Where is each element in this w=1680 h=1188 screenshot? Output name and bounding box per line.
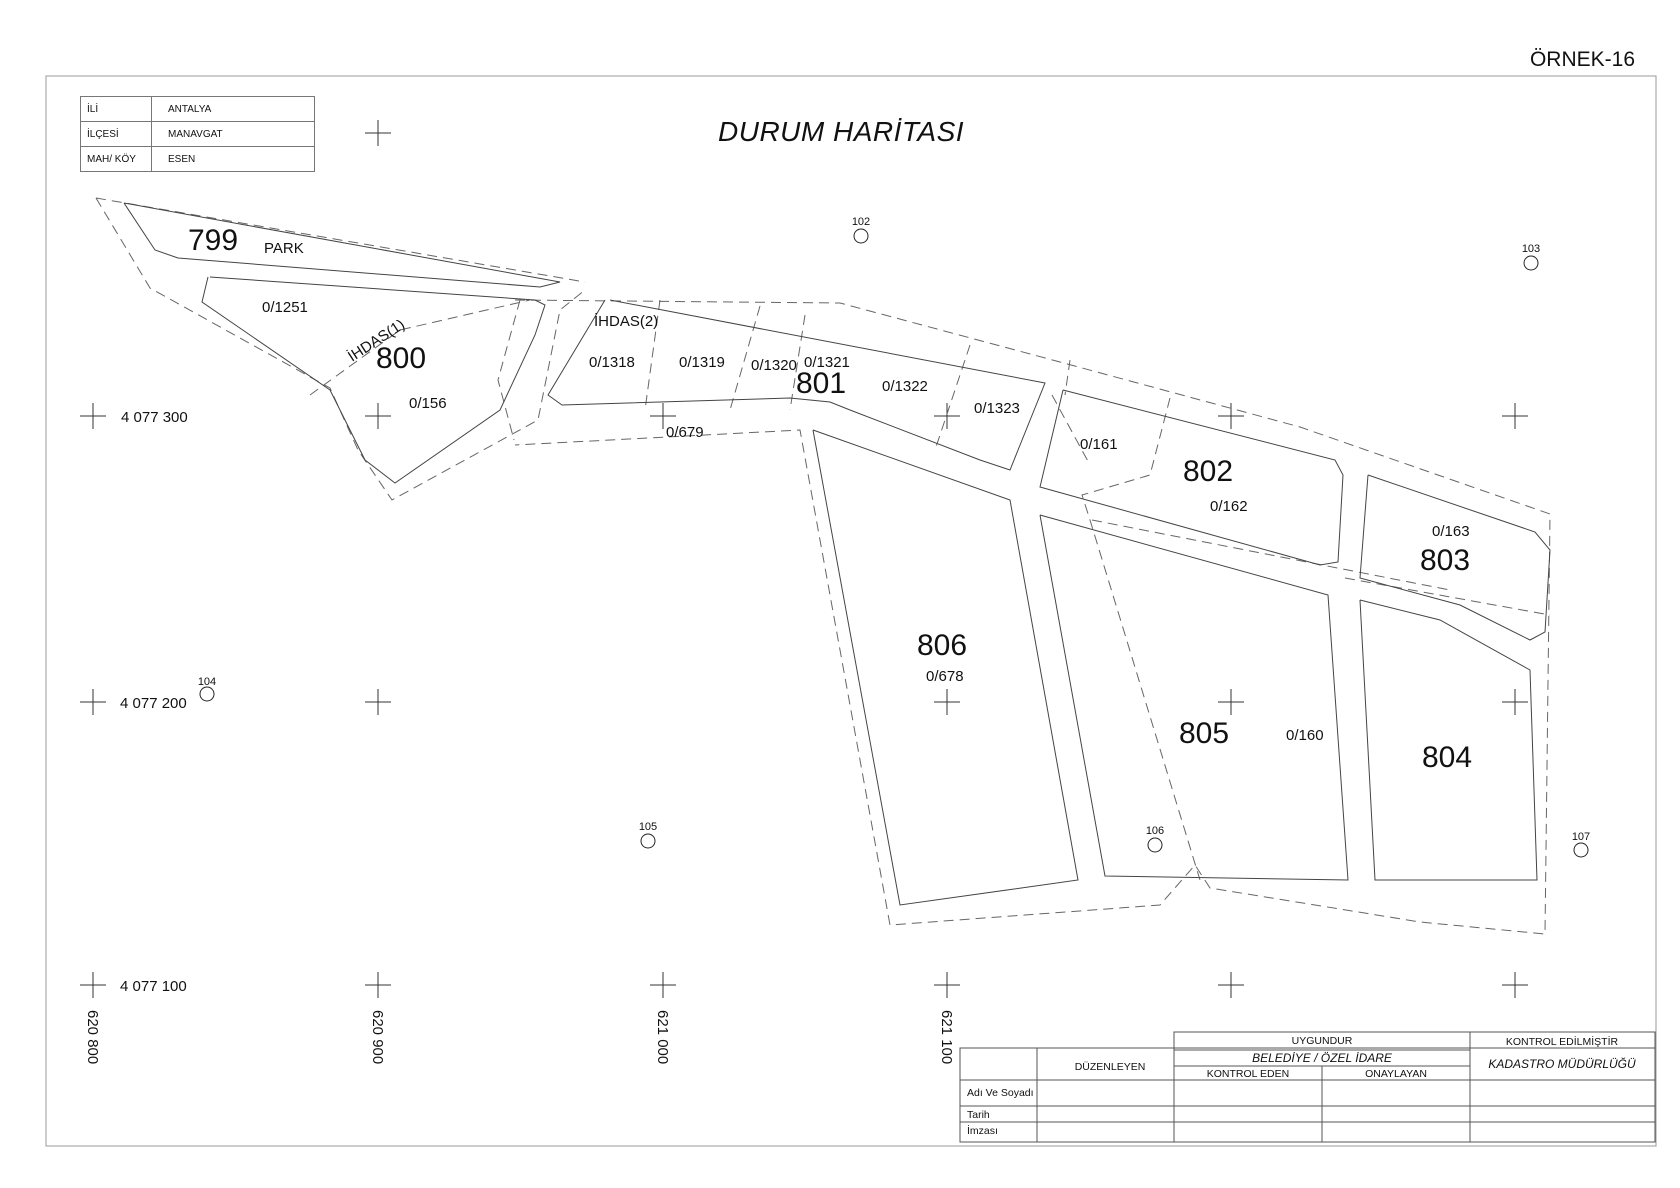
northing-label: 4 077 100 [120, 978, 187, 995]
info-key: İLÇESİ [80, 121, 152, 147]
grid-cross [1218, 689, 1244, 715]
grid-cross [80, 972, 106, 998]
grid-crosses [80, 120, 1528, 998]
parcel-801-outline [547, 299, 1046, 471]
grid-cross [1218, 403, 1244, 429]
onaylayan-label: ONAYLAYAN [1365, 1068, 1427, 1080]
kadastro-label: KADASTRO MÜDÜRLÜĞÜ [1488, 1056, 1636, 1071]
row-label: Adı Ve Soyadı [967, 1087, 1034, 1099]
parcel-799-outline [123, 202, 561, 288]
survey-point-labels: 102 103 104 105 106 107 [198, 216, 1590, 843]
parcel-label: 0/679 [666, 424, 704, 441]
grid-cross [1218, 972, 1244, 998]
parcel-805-outline [1039, 514, 1349, 881]
grid-cross [1502, 689, 1528, 715]
grid-cross [365, 689, 391, 715]
old-boundaries [95, 197, 1551, 935]
parcel-number: 801 [796, 367, 846, 400]
row-label: Tarih [967, 1109, 990, 1121]
parcel-806-outline [812, 429, 1079, 906]
easting-label: 621 100 [938, 1010, 955, 1064]
grid-cross [934, 689, 960, 715]
kontrol-eden-label: KONTROL EDEN [1207, 1068, 1289, 1080]
parcel-numbers: 799 800 801 802 803 804 805 806 [188, 224, 1472, 774]
parcel-number: 806 [917, 629, 967, 662]
parcel-number: 803 [1420, 544, 1470, 577]
point-label: 107 [1572, 831, 1590, 843]
point-label: 103 [1522, 243, 1540, 255]
grid-cross [365, 120, 391, 146]
point-label: 105 [639, 821, 657, 833]
info-row: MAH/ KÖY ESEN [80, 146, 315, 172]
parcel-label: 0/162 [1210, 498, 1248, 515]
parcel-label: 0/1323 [974, 400, 1020, 417]
grid-cross [80, 689, 106, 715]
northing-labels: 4 077 300 4 077 200 4 077 100 [120, 409, 188, 995]
grid-cross [934, 403, 960, 429]
parcel-804-outline [1359, 599, 1538, 881]
parcel-label: 0/163 [1432, 523, 1470, 540]
parcel-label: 0/1318 [589, 354, 635, 371]
parcel-label: İHDAS(2) [594, 312, 658, 330]
location-info-table: İLİ ANTALYA İLÇESİ MANAVGAT MAH/ KÖY ESE… [80, 96, 315, 172]
parcel-label: 0/1251 [262, 299, 308, 316]
uygundur-label: UYGUNDUR [1292, 1035, 1353, 1047]
parcel-label: 0/1320 [751, 357, 797, 374]
kontrol-edilmistir-label: KONTROL EDİLMİŞTİR [1506, 1035, 1619, 1048]
northing-label: 4 077 300 [121, 409, 188, 426]
info-value: ESEN [151, 146, 315, 172]
grid-cross [365, 403, 391, 429]
sample-label: ÖRNEK-16 [1529, 48, 1635, 71]
grid-cross [934, 972, 960, 998]
parcel-803-outline [1359, 474, 1551, 641]
parcel-label: 0/161 [1080, 436, 1118, 453]
point-label: 104 [198, 676, 216, 688]
info-row: İLÇESİ MANAVGAT [80, 121, 315, 147]
parcel-boundaries [123, 202, 1551, 906]
northing-label: 4 077 200 [120, 695, 187, 712]
survey-points [199, 228, 1589, 858]
belediye-label: BELEDİYE / ÖZEL İDARE [1252, 1051, 1393, 1065]
map-frame [45, 75, 1657, 1147]
grid-cross [365, 972, 391, 998]
parcel-labels: 0/1251 0/156 İHDAS(1) İHDAS(2) 0/1318 0/… [262, 299, 1470, 744]
info-key: MAH/ KÖY [80, 146, 152, 172]
grid-cross [1502, 972, 1528, 998]
row-label: İmzası [967, 1124, 998, 1137]
parcel-799-sub: PARK [264, 240, 304, 257]
grid-cross [650, 972, 676, 998]
parcel-label: 0/156 [409, 395, 447, 412]
easting-label: 621 000 [654, 1010, 671, 1064]
grid-cross [1502, 403, 1528, 429]
parcel-number: 802 [1183, 455, 1233, 488]
info-row: İLİ ANTALYA [80, 96, 315, 122]
easting-label: 620 900 [369, 1010, 386, 1064]
duzenleyen-label: DÜZENLEYEN [1075, 1061, 1146, 1073]
parcel-number: 800 [376, 342, 426, 375]
grid-cross [650, 403, 676, 429]
parcel-number: 804 [1422, 741, 1472, 774]
parcel-800-outline [201, 276, 546, 484]
signature-block [959, 1031, 1656, 1143]
parcel-label: 0/1319 [679, 354, 725, 371]
easting-label: 620 800 [84, 1010, 101, 1064]
parcel-number: 799 [188, 224, 238, 257]
signature-row-labels: Adı Ve Soyadı Tarih İmzası [967, 1087, 1034, 1137]
parcel-802-outline [1039, 389, 1344, 566]
easting-labels: 620 800 620 900 621 000 621 100 [84, 1010, 955, 1064]
parcel-label: 0/1321 [804, 354, 850, 371]
point-label: 106 [1146, 825, 1164, 837]
info-value: MANAVGAT [151, 121, 315, 147]
info-key: İLİ [80, 96, 152, 122]
parcel-label: 0/1322 [882, 378, 928, 395]
parcel-label: 0/160 [1286, 727, 1324, 744]
point-label: 102 [852, 216, 870, 228]
map-title: DURUM HARİTASI [718, 116, 965, 147]
parcel-label: 0/678 [926, 668, 964, 685]
grid-cross [80, 403, 106, 429]
parcel-number: 805 [1179, 717, 1229, 750]
info-value: ANTALYA [151, 96, 315, 122]
signature-texts: UYGUNDUR KONTROL EDİLMİŞTİR DÜZENLEYEN B… [1075, 1035, 1636, 1080]
